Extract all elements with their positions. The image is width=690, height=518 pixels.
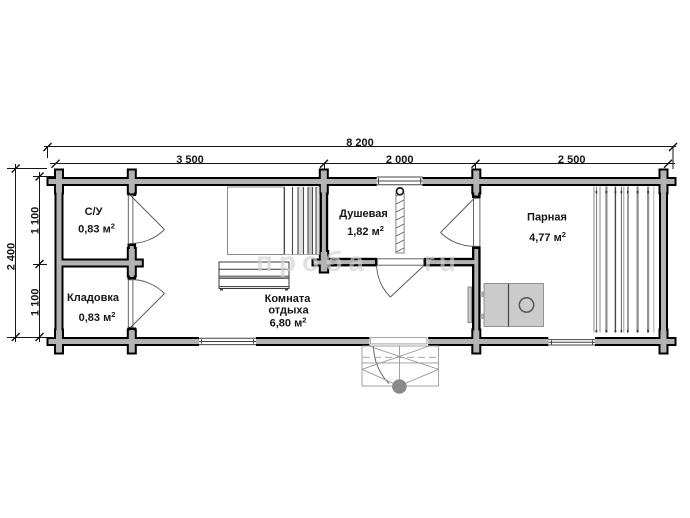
svg-text:1,82 м2: 1,82 м2	[347, 224, 384, 238]
svg-text:Парная: Парная	[527, 211, 567, 223]
svg-text:проба: проба	[256, 246, 370, 277]
svg-text:0,83 м2: 0,83 м2	[78, 221, 115, 235]
svg-text:Душевая: Душевая	[339, 208, 388, 220]
svg-text:8 200: 8 200	[346, 137, 374, 149]
svg-text:Кладовка: Кладовка	[67, 292, 120, 304]
svg-text:2 400: 2 400	[6, 243, 18, 271]
svg-text:Комната: Комната	[265, 293, 312, 305]
svg-text:6,80 м2: 6,80 м2	[270, 316, 307, 330]
svg-text:1 100: 1 100	[30, 289, 42, 317]
svg-text:С/У: С/У	[85, 206, 103, 218]
svg-text:отдыха: отдыха	[268, 304, 309, 316]
svg-text:2 500: 2 500	[558, 154, 586, 166]
svg-text:2 000: 2 000	[386, 154, 414, 166]
svg-text:0,83 м2: 0,83 м2	[79, 310, 116, 324]
svg-text:1 100: 1 100	[30, 207, 42, 235]
svg-text:3 500: 3 500	[176, 154, 204, 166]
svg-text:4,77 м2: 4,77 м2	[529, 230, 566, 244]
svg-text:ru: ru	[424, 246, 460, 277]
